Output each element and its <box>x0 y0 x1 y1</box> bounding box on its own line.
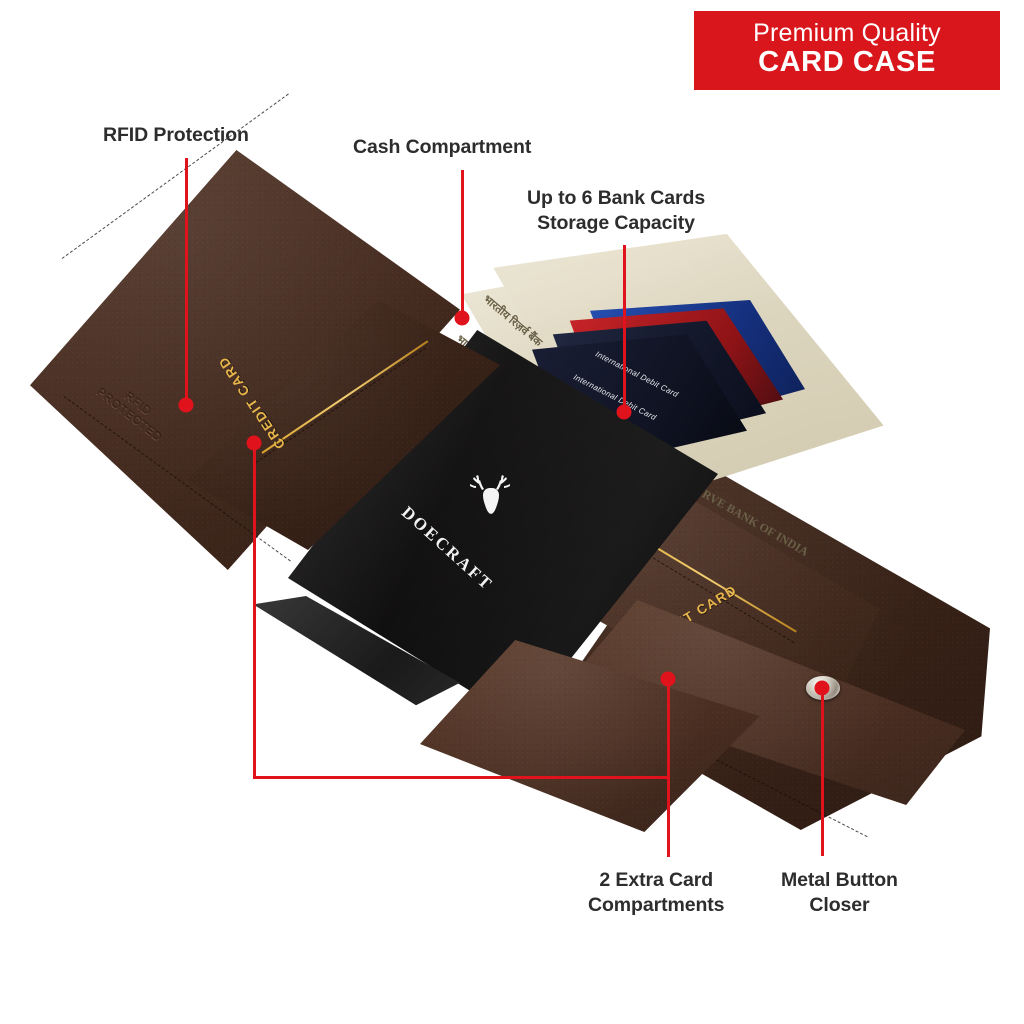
leader-line-extra-card-right-arm <box>667 679 670 857</box>
banner-line-1: Premium Quality <box>753 19 941 48</box>
leader-line-metal-button <box>821 688 824 856</box>
callout-label-extra-cards: 2 Extra Card Compartments <box>588 869 725 916</box>
leader-dot-cash <box>454 310 470 326</box>
callout-label-bank-cards: Up to 6 Bank Cards Storage Capacity <box>527 187 706 234</box>
leader-line-rfid <box>185 158 188 405</box>
callout-label-metal-button: Metal Button Closer <box>781 869 898 916</box>
banner-line-2: CARD CASE <box>758 46 936 79</box>
leader-line-extra-card-left-arm <box>253 443 256 777</box>
leader-dot-bank-cards <box>616 404 632 420</box>
premium-quality-banner: Premium Quality CARD CASE <box>694 11 1000 90</box>
leader-dot-extra-card-right <box>660 671 676 687</box>
leader-line-extra-card-crossbar <box>253 776 670 779</box>
stag-head-icon <box>470 475 510 514</box>
callout-label-rfid: RFID Protection <box>103 124 249 146</box>
leader-dot-metal-button <box>814 680 830 696</box>
callout-label-cash: Cash Compartment <box>353 136 532 158</box>
leader-line-cash <box>461 170 464 318</box>
leader-line-bank-cards <box>623 245 626 412</box>
leader-dot-rfid <box>178 397 194 413</box>
